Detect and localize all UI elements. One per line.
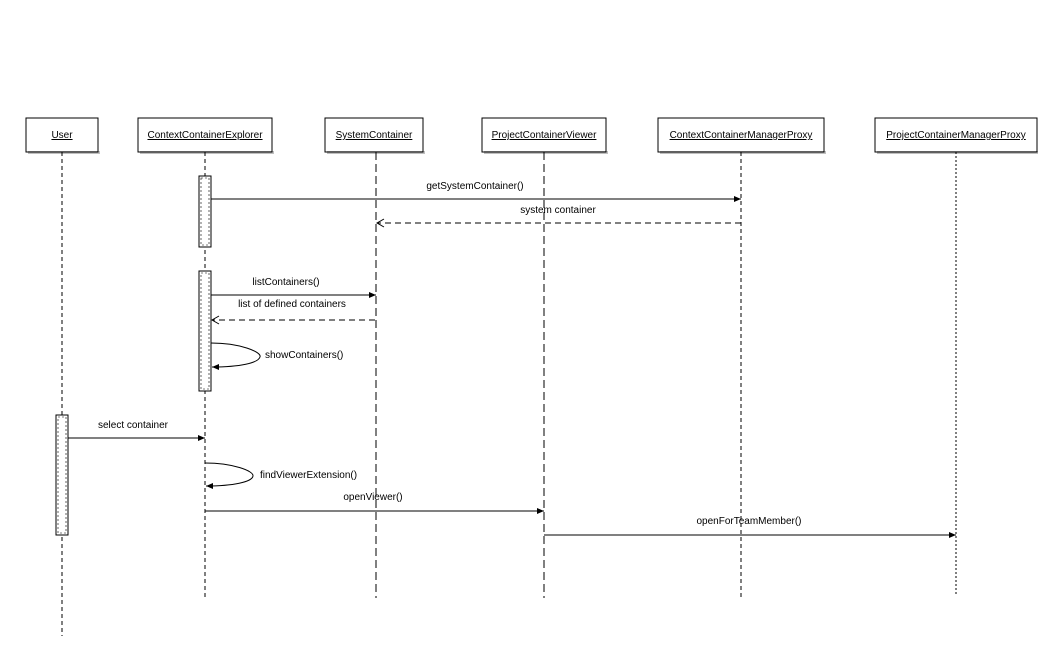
message-list-containers: listContainers() xyxy=(211,277,376,298)
participant-project-container-viewer: ProjectContainerViewer xyxy=(481,117,608,154)
participant-context-container-manager-proxy: ContextContainerManagerProxy xyxy=(657,117,826,154)
participant-user: User xyxy=(25,117,100,154)
message-label: listContainers() xyxy=(252,277,319,288)
message-label: openForTeamMember() xyxy=(696,516,801,527)
activation-bar xyxy=(55,414,69,536)
participant-label: SystemContainer xyxy=(336,130,413,141)
message-get-system-container: getSystemContainer() xyxy=(211,181,741,202)
message-show-containers: showContainers() xyxy=(210,342,343,370)
message-select-container: select container xyxy=(68,420,205,441)
activation-bar xyxy=(198,270,212,392)
participant-label: ContextContainerExplorer xyxy=(147,130,263,141)
message-find-viewer-extension: findViewerExtension() xyxy=(204,462,357,489)
participant-project-container-manager-proxy: ProjectContainerManagerProxy xyxy=(874,117,1038,154)
message-system-container-return: system container xyxy=(375,205,741,228)
message-label: findViewerExtension() xyxy=(260,470,357,481)
message-label: openViewer() xyxy=(343,492,402,503)
participant-label: User xyxy=(51,130,73,141)
message-label: getSystemContainer() xyxy=(426,181,523,192)
message-open-viewer: openViewer() xyxy=(205,492,544,514)
participant-label: ProjectContainerManagerProxy xyxy=(886,130,1026,141)
participant-context-container-explorer: ContextContainerExplorer xyxy=(137,117,274,154)
message-list-of-defined-containers-return: list of defined containers xyxy=(210,299,375,325)
message-label: system container xyxy=(520,205,596,216)
participant-label: ContextContainerManagerProxy xyxy=(670,130,813,141)
activation-bar xyxy=(198,175,212,248)
message-label: list of defined containers xyxy=(238,299,346,310)
participant-system-container: SystemContainer xyxy=(324,117,425,154)
message-label: showContainers() xyxy=(265,350,343,361)
participant-label: ProjectContainerViewer xyxy=(492,130,598,141)
message-label: select container xyxy=(98,420,169,431)
message-open-for-team-member: openForTeamMember() xyxy=(544,516,956,538)
